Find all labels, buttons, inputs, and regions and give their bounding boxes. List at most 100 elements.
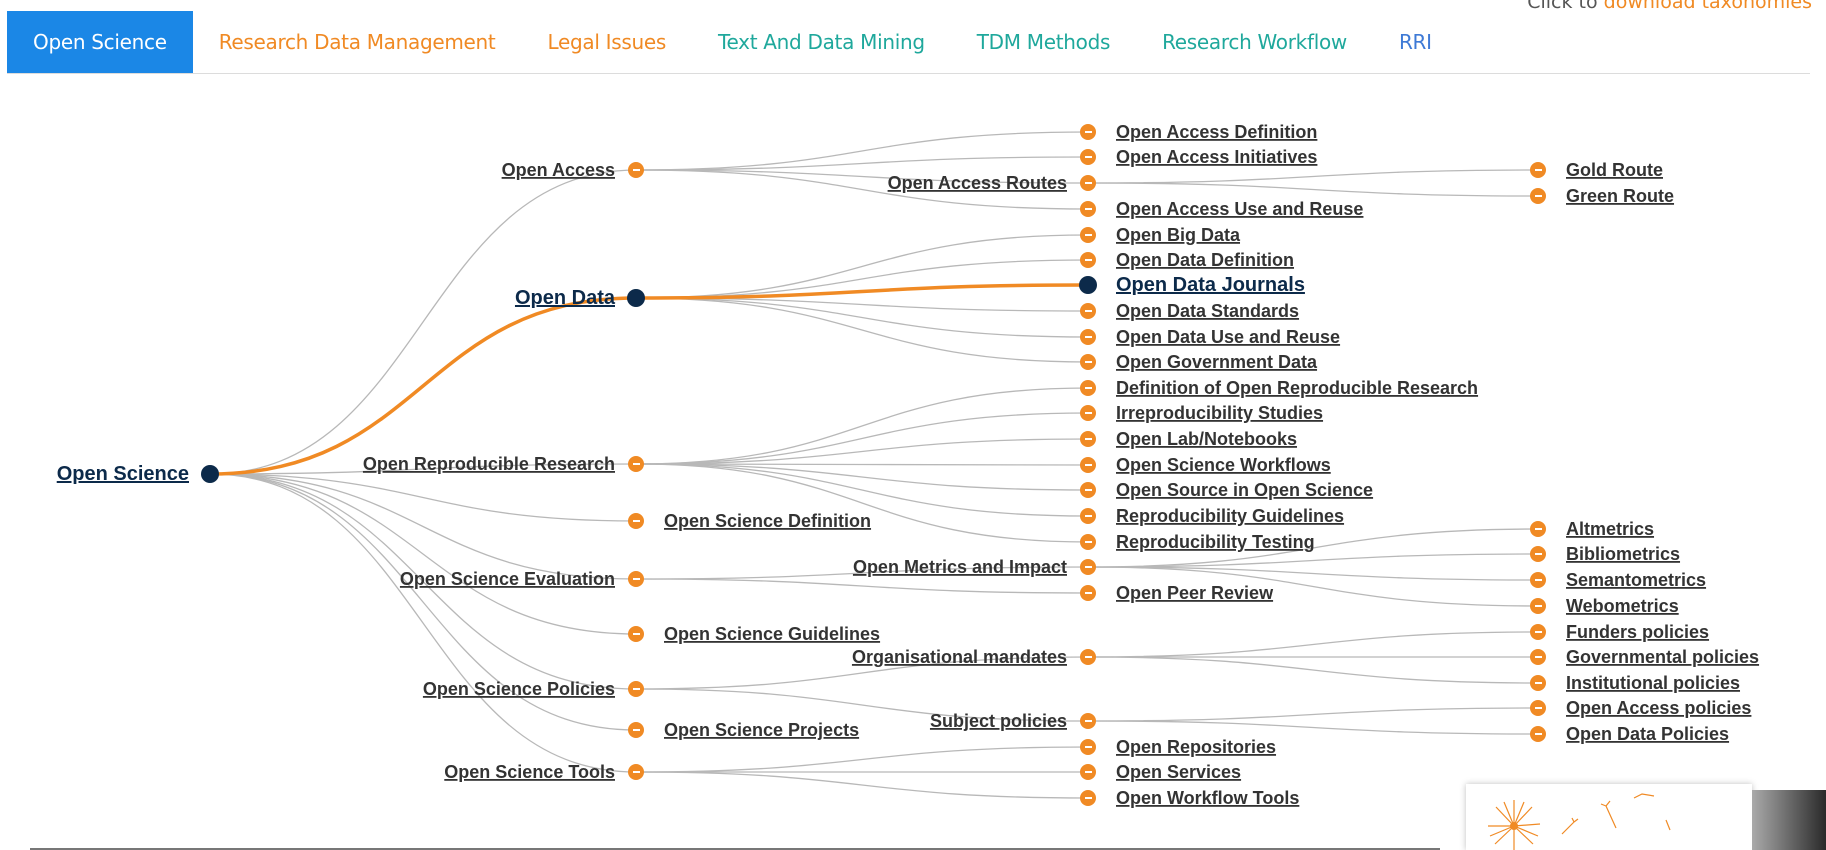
tab-open-science[interactable]: Open Science: [7, 11, 193, 73]
tree-node-irreproducibility-studies[interactable]: Irreproducibility Studies: [1080, 403, 1323, 423]
tree-label-open-repositories[interactable]: Open Repositories: [1116, 737, 1276, 757]
tree-label-open-metrics-and-impact[interactable]: Open Metrics and Impact: [853, 557, 1067, 577]
tree-label-reproducibility-guidelines[interactable]: Reproducibility Guidelines: [1116, 506, 1344, 526]
tree-label-open-science-evaluation[interactable]: Open Science Evaluation: [400, 569, 615, 589]
tree-node-open-science-tools[interactable]: Open Science Tools: [444, 762, 644, 782]
tree-label-open-lab-notebooks[interactable]: Open Lab/Notebooks: [1116, 429, 1297, 449]
tree-node-open-science-projects[interactable]: Open Science Projects: [628, 720, 859, 740]
tree-label-subject-policies[interactable]: Subject policies: [930, 711, 1067, 731]
tree-node-altmetrics[interactable]: Altmetrics: [1530, 519, 1654, 539]
tab-research-data-management[interactable]: Research Data Management: [218, 30, 496, 54]
tree-node-open-access-routes[interactable]: Open Access Routes: [888, 173, 1096, 193]
tree-node-open-big-data[interactable]: Open Big Data: [1080, 225, 1241, 245]
tree-label-funders-policies[interactable]: Funders policies: [1566, 622, 1709, 642]
tree-label-open-peer-review[interactable]: Open Peer Review: [1116, 583, 1274, 603]
tree-node-institutional-policies[interactable]: Institutional policies: [1530, 673, 1740, 693]
tab-rri[interactable]: RRI: [1398, 30, 1432, 54]
tree-node-open-science-workflows[interactable]: Open Science Workflows: [1080, 455, 1331, 475]
tree-node-open-data-policies[interactable]: Open Data Policies: [1530, 724, 1729, 744]
tree-label-green-route[interactable]: Green Route: [1566, 186, 1674, 206]
tree-label-open-science-tools[interactable]: Open Science Tools: [444, 762, 615, 782]
tree-label-open-science-workflows[interactable]: Open Science Workflows: [1116, 455, 1331, 475]
tree-node-webometrics[interactable]: Webometrics: [1530, 596, 1679, 616]
tree-label-open-data-journals[interactable]: Open Data Journals: [1116, 274, 1305, 296]
tree-node-open-lab-notebooks[interactable]: Open Lab/Notebooks: [1080, 429, 1297, 449]
node-expanded-dot[interactable]: [201, 465, 219, 483]
tree-node-organisational-mandates[interactable]: Organisational mandates: [852, 647, 1096, 667]
tree-label-open-science[interactable]: Open Science: [57, 463, 189, 485]
tab-tdm-methods[interactable]: TDM Methods: [976, 30, 1111, 54]
tree-node-open-workflow-tools[interactable]: Open Workflow Tools: [1080, 788, 1299, 808]
tree-node-open-science-evaluation[interactable]: Open Science Evaluation: [400, 569, 644, 589]
tree-label-open-reproducible-research[interactable]: Open Reproducible Research: [363, 454, 615, 474]
tree-label-bibliometrics[interactable]: Bibliometrics: [1566, 544, 1680, 564]
tree-label-open-data[interactable]: Open Data: [515, 287, 616, 309]
tree-label-open-services[interactable]: Open Services: [1116, 762, 1241, 782]
tree-node-open-science-definition[interactable]: Open Science Definition: [628, 511, 871, 531]
tree-label-webometrics[interactable]: Webometrics: [1566, 596, 1679, 616]
tree-node-reproducibility-testing[interactable]: Reproducibility Testing: [1080, 532, 1315, 552]
tree-label-institutional-policies[interactable]: Institutional policies: [1566, 673, 1740, 693]
tree-label-open-big-data[interactable]: Open Big Data: [1116, 225, 1241, 245]
tree-node-open-metrics-and-impact[interactable]: Open Metrics and Impact: [853, 557, 1096, 577]
tree-node-open-repositories[interactable]: Open Repositories: [1080, 737, 1276, 757]
tree-label-organisational-mandates[interactable]: Organisational mandates: [852, 647, 1067, 667]
tree-node-open-science[interactable]: Open Science: [57, 463, 219, 485]
tree-label-semantometrics[interactable]: Semantometrics: [1566, 570, 1706, 590]
tab-legal-issues[interactable]: Legal Issues: [547, 30, 666, 54]
tab-text-and-data-mining[interactable]: Text And Data Mining: [717, 30, 925, 54]
tree-node-gold-route[interactable]: Gold Route: [1530, 160, 1663, 180]
download-taxonomies-link[interactable]: download taxonomies: [1603, 0, 1812, 13]
node-expanded-dot[interactable]: [627, 289, 645, 307]
tree-label-gold-route[interactable]: Gold Route: [1566, 160, 1663, 180]
tree-node-open-data[interactable]: Open Data: [515, 287, 645, 309]
tree-label-open-workflow-tools[interactable]: Open Workflow Tools: [1116, 788, 1299, 808]
tree-node-open-access-initiatives[interactable]: Open Access Initiatives: [1080, 147, 1317, 167]
tree-node-open-access-use-and-reuse[interactable]: Open Access Use and Reuse: [1080, 199, 1363, 219]
tree-label-open-government-data[interactable]: Open Government Data: [1116, 352, 1318, 372]
tree-label-open-access-routes[interactable]: Open Access Routes: [888, 173, 1067, 193]
tree-node-open-data-standards[interactable]: Open Data Standards: [1080, 301, 1299, 321]
tree-node-funders-policies[interactable]: Funders policies: [1530, 622, 1709, 642]
tree-node-open-source-in-open-science[interactable]: Open Source in Open Science: [1080, 480, 1373, 500]
tree-node-open-reproducible-research[interactable]: Open Reproducible Research: [363, 454, 644, 474]
tree-node-definition-of-open-reproducible-research[interactable]: Definition of Open Reproducible Research: [1080, 378, 1478, 398]
tree-label-open-data-definition[interactable]: Open Data Definition: [1116, 250, 1294, 270]
tree-label-definition-of-open-reproducible-research[interactable]: Definition of Open Reproducible Research: [1116, 378, 1478, 398]
tree-node-green-route[interactable]: Green Route: [1530, 186, 1674, 206]
tree-node-open-access-definition[interactable]: Open Access Definition: [1080, 122, 1317, 142]
tree-node-open-services[interactable]: Open Services: [1080, 762, 1241, 782]
tree-node-open-data-journals[interactable]: Open Data Journals: [1079, 274, 1305, 296]
tree-label-open-data-standards[interactable]: Open Data Standards: [1116, 301, 1299, 321]
tree-node-open-government-data[interactable]: Open Government Data: [1080, 352, 1318, 372]
tree-label-open-source-in-open-science[interactable]: Open Source in Open Science: [1116, 480, 1373, 500]
tree-label-governmental-policies[interactable]: Governmental policies: [1566, 647, 1759, 667]
tree-label-open-access-definition[interactable]: Open Access Definition: [1116, 122, 1317, 142]
tree-node-open-access-policies[interactable]: Open Access policies: [1530, 698, 1751, 718]
tree-label-open-science-projects[interactable]: Open Science Projects: [664, 720, 859, 740]
tree-label-altmetrics[interactable]: Altmetrics: [1566, 519, 1654, 539]
tab-research-workflow[interactable]: Research Workflow: [1162, 30, 1347, 54]
tree-label-irreproducibility-studies[interactable]: Irreproducibility Studies: [1116, 403, 1323, 423]
tree-label-open-access[interactable]: Open Access: [502, 160, 615, 180]
tree-node-bibliometrics[interactable]: Bibliometrics: [1530, 544, 1680, 564]
tree-label-open-science-guidelines[interactable]: Open Science Guidelines: [664, 624, 880, 644]
tree-label-open-data-policies[interactable]: Open Data Policies: [1566, 724, 1729, 744]
tree-label-open-science-policies[interactable]: Open Science Policies: [423, 679, 615, 699]
node-expanded-dot[interactable]: [1079, 276, 1097, 294]
tree-label-open-access-policies[interactable]: Open Access policies: [1566, 698, 1751, 718]
tree-node-open-science-policies[interactable]: Open Science Policies: [423, 679, 644, 699]
tree-node-open-science-guidelines[interactable]: Open Science Guidelines: [628, 624, 880, 644]
tree-node-open-data-use-and-reuse[interactable]: Open Data Use and Reuse: [1080, 327, 1340, 347]
tree-label-open-access-initiatives[interactable]: Open Access Initiatives: [1116, 147, 1317, 167]
tree-label-reproducibility-testing[interactable]: Reproducibility Testing: [1116, 532, 1315, 552]
tree-node-open-data-definition[interactable]: Open Data Definition: [1080, 250, 1294, 270]
tree-node-subject-policies[interactable]: Subject policies: [930, 711, 1096, 731]
tree-node-reproducibility-guidelines[interactable]: Reproducibility Guidelines: [1080, 506, 1344, 526]
tree-node-open-peer-review[interactable]: Open Peer Review: [1080, 583, 1274, 603]
tree-node-open-access[interactable]: Open Access: [502, 160, 644, 180]
tree-label-open-access-use-and-reuse[interactable]: Open Access Use and Reuse: [1116, 199, 1363, 219]
tree-label-open-science-definition[interactable]: Open Science Definition: [664, 511, 871, 531]
tree-node-governmental-policies[interactable]: Governmental policies: [1530, 647, 1759, 667]
tree-label-open-data-use-and-reuse[interactable]: Open Data Use and Reuse: [1116, 327, 1340, 347]
